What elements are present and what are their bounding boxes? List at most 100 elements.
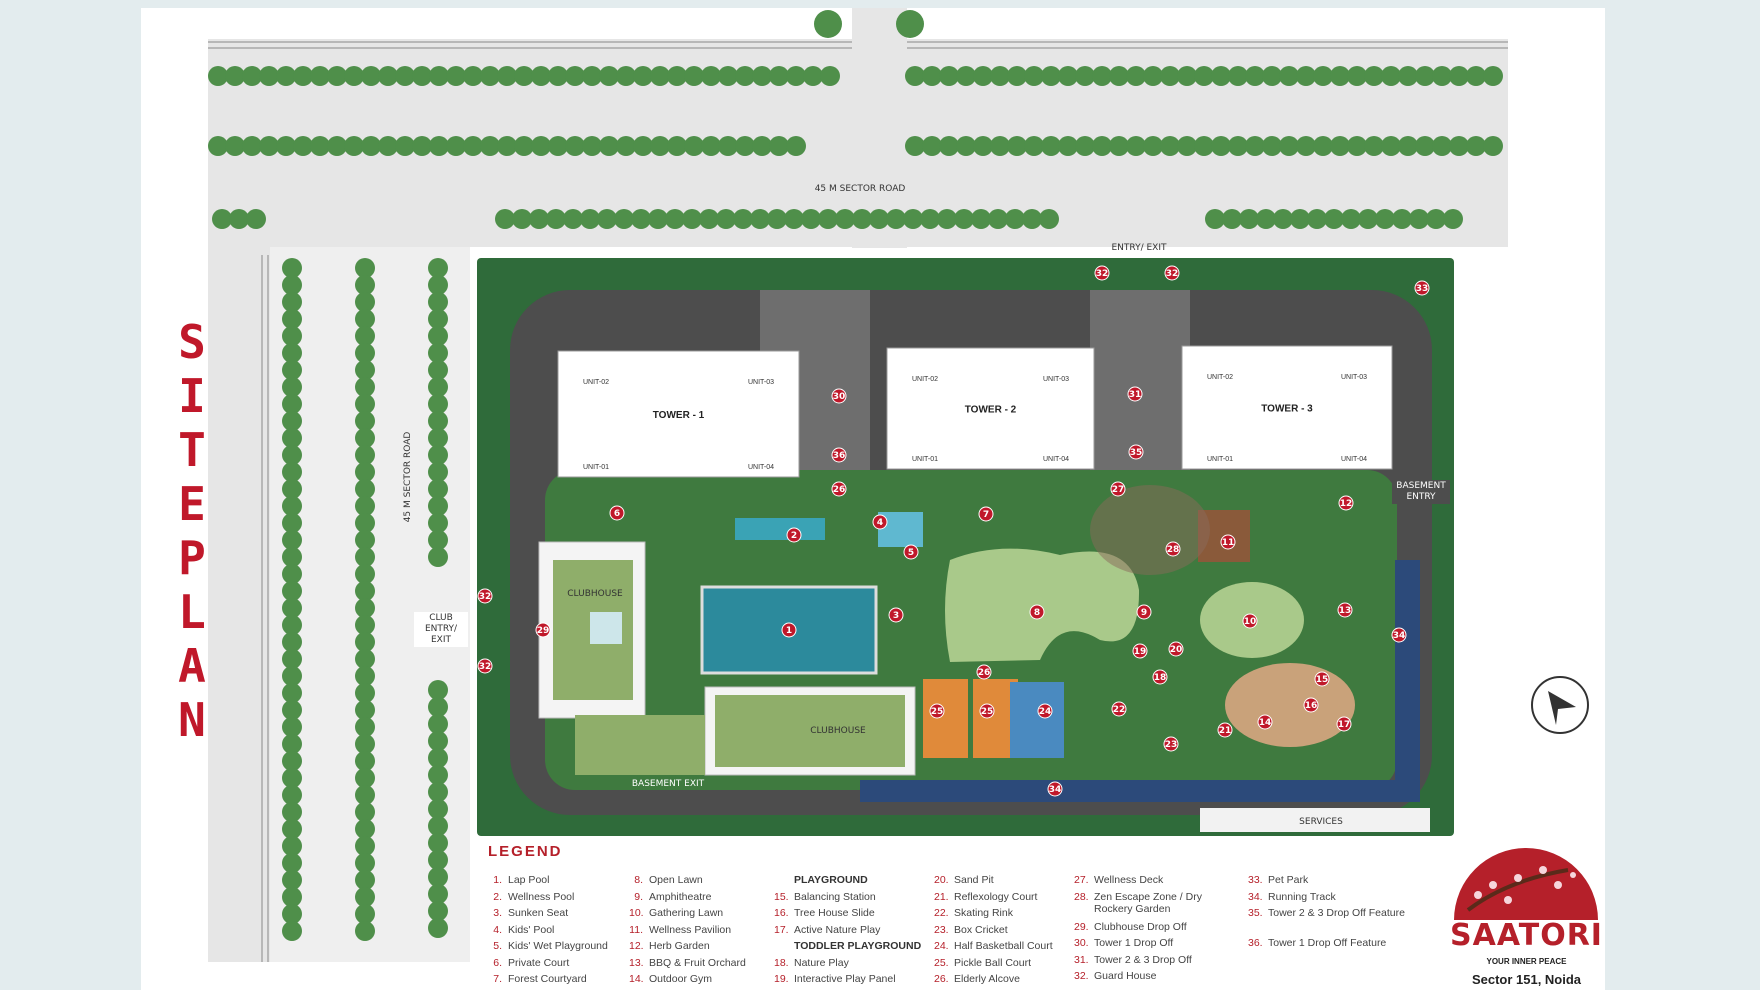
- legend-number: 27.: [1074, 874, 1089, 886]
- amenity-marker[interactable]: 35: [1128, 444, 1144, 460]
- marker-number: 27: [1112, 485, 1125, 495]
- amenity-marker[interactable]: 12: [1338, 495, 1354, 511]
- tree-icon: [814, 10, 842, 38]
- amenity-marker[interactable]: 7: [978, 506, 994, 522]
- unit-label: UNIT-03: [748, 379, 774, 386]
- amenity-marker[interactable]: 2: [786, 527, 802, 543]
- marker-number: 32: [479, 662, 492, 672]
- tree-icon: [801, 209, 821, 229]
- amenity-marker[interactable]: 34: [1391, 627, 1407, 643]
- tree-icon: [412, 136, 432, 156]
- tree-icon: [1415, 66, 1435, 86]
- legend-item: 23.Box Cricket: [934, 924, 1053, 941]
- tree-icon: [327, 66, 347, 86]
- tree-icon: [480, 66, 500, 86]
- tree-icon: [616, 136, 636, 156]
- amenity-marker[interactable]: 25: [929, 703, 945, 719]
- amenity-marker[interactable]: 14: [1257, 714, 1273, 730]
- marker-dot: [831, 388, 847, 404]
- legend-number: 23.: [934, 923, 949, 936]
- tree-icon: [1024, 136, 1044, 156]
- tree-icon: [1005, 209, 1025, 229]
- marker-dot: [781, 622, 797, 638]
- amenity-marker[interactable]: 18: [1152, 669, 1168, 685]
- cherry-blossom-sun-icon: [1454, 848, 1598, 920]
- tree-icon: [355, 683, 375, 703]
- amenity-marker[interactable]: 36: [831, 447, 847, 463]
- amenity-marker[interactable]: 23: [1163, 736, 1179, 752]
- amenity-marker[interactable]: 26: [976, 664, 992, 680]
- amenity-marker[interactable]: 31: [1127, 386, 1143, 402]
- tree-icon: [242, 66, 262, 86]
- tree-icon: [495, 209, 515, 229]
- amenity-marker[interactable]: 26: [831, 481, 847, 497]
- tree-icon: [565, 66, 585, 86]
- amenity-marker[interactable]: 30: [831, 388, 847, 404]
- amenity-marker[interactable]: 17: [1336, 716, 1352, 732]
- tree-icon: [718, 66, 738, 86]
- marker-dot: [979, 703, 995, 719]
- legend-item: 16.Tree House Slide: [774, 907, 921, 924]
- legend-label: Nature Play: [794, 956, 849, 969]
- amenity-marker[interactable]: 16: [1303, 697, 1319, 713]
- amenity-marker[interactable]: 28: [1165, 541, 1181, 557]
- amenity-marker[interactable]: 33: [1414, 280, 1430, 296]
- marker-dot: [477, 588, 493, 604]
- amenity-marker[interactable]: 25: [979, 703, 995, 719]
- legend-item: 31.Tower 2 & 3 Drop Off: [1074, 954, 1224, 971]
- marker-dot: [1094, 265, 1110, 281]
- marker-dot: [831, 447, 847, 463]
- tree-icon: [803, 66, 823, 86]
- amenity-marker[interactable]: 9: [1136, 604, 1152, 620]
- amenity-marker[interactable]: 32: [477, 658, 493, 674]
- amenity-marker[interactable]: 1: [781, 622, 797, 638]
- amenity-marker[interactable]: 11: [1220, 534, 1236, 550]
- amenity-marker[interactable]: 32: [1094, 265, 1110, 281]
- tree-icon: [1041, 66, 1061, 86]
- tree-icon: [769, 66, 789, 86]
- amenity-marker[interactable]: 29: [535, 622, 551, 638]
- tree-icon: [497, 136, 517, 156]
- amenity-marker[interactable]: 10: [1242, 613, 1258, 629]
- amenity-marker[interactable]: 20: [1168, 641, 1184, 657]
- amenity-marker[interactable]: 32: [1164, 265, 1180, 281]
- tree-icon: [327, 136, 347, 156]
- marker-dot: [786, 527, 802, 543]
- tree-icon: [1075, 66, 1095, 86]
- tree-icon: [428, 884, 448, 904]
- tree-icon: [1415, 136, 1435, 156]
- amenity-marker[interactable]: 19: [1132, 643, 1148, 659]
- tree-icon: [282, 326, 302, 346]
- marker-number: 25: [931, 707, 944, 717]
- amenity-marker[interactable]: 32: [477, 588, 493, 604]
- amenity-marker[interactable]: 5: [903, 544, 919, 560]
- legend-label: Reflexology Court: [954, 890, 1038, 903]
- legend-label: Half Basketball Court: [954, 940, 1053, 952]
- amenity-marker[interactable]: 6: [609, 505, 625, 521]
- tree-icon: [355, 904, 375, 924]
- amenity-marker[interactable]: 4: [872, 514, 888, 530]
- amenity-marker[interactable]: 3: [888, 607, 904, 623]
- legend-number: 24.: [934, 940, 949, 952]
- amenity-marker[interactable]: 13: [1337, 602, 1353, 618]
- legend-item: 5.Kids' Wet Playground: [488, 940, 608, 957]
- amenity-marker[interactable]: 22: [1111, 701, 1127, 717]
- amenity-marker[interactable]: 8: [1029, 604, 1045, 620]
- tree-icon: [1483, 66, 1503, 86]
- amenity-marker[interactable]: 34: [1047, 781, 1063, 797]
- marker-dot: [903, 544, 919, 560]
- tree-icon: [355, 921, 375, 941]
- amenity-marker[interactable]: 27: [1110, 481, 1126, 497]
- amenity-marker[interactable]: 24: [1037, 703, 1053, 719]
- tree-icon: [355, 292, 375, 312]
- tree-icon: [282, 411, 302, 431]
- legend-label: Clubhouse Drop Off: [1094, 920, 1187, 933]
- amenity-marker[interactable]: 15: [1314, 671, 1330, 687]
- tree-icon: [1228, 66, 1248, 86]
- tree-icon: [956, 66, 976, 86]
- amenity-marker[interactable]: 21: [1217, 722, 1233, 738]
- legend-number: 29.: [1074, 920, 1089, 933]
- legend-item: 22.Skating Rink: [934, 907, 1053, 924]
